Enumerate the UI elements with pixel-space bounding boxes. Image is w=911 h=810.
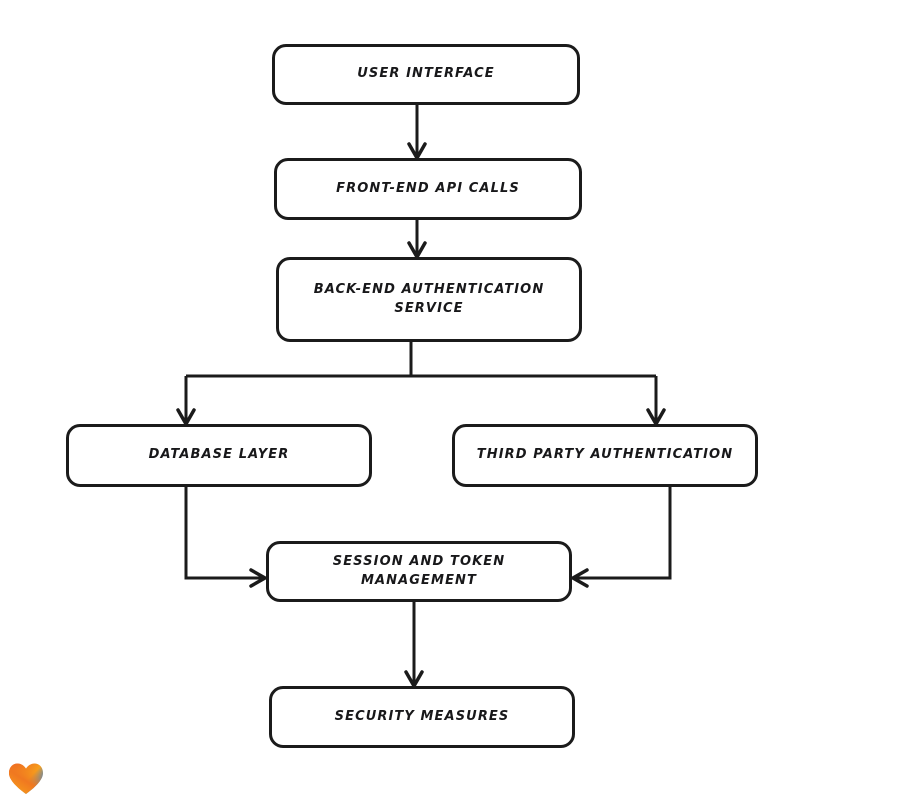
- node-user-interface[interactable]: User Interface: [272, 44, 580, 105]
- heart-logo: [9, 763, 43, 794]
- node-label: Third Party Authentication: [476, 447, 734, 463]
- node-label: Database Layer: [148, 447, 290, 463]
- node-label: Back-End Authentication Service: [313, 281, 545, 316]
- node-label: Security Measures: [334, 708, 510, 724]
- edge-backend-to-thirdparty: [646, 376, 666, 426]
- edge-backend-to-database: [176, 376, 196, 426]
- edge-database-to-session: [184, 487, 267, 588]
- node-security-measures[interactable]: Security Measures: [269, 686, 575, 748]
- edge-session-to-security: [404, 602, 424, 688]
- node-third-party-authentication[interactable]: Third Party Authentication: [452, 424, 758, 487]
- node-label: Front-End API Calls: [336, 180, 520, 196]
- node-session-and-token-management[interactable]: Session and Token Management: [266, 541, 572, 602]
- node-database-layer[interactable]: Database Layer: [66, 424, 372, 487]
- edge-ui-to-api: [407, 105, 427, 160]
- node-label: User Interface: [357, 66, 495, 82]
- edge-backend-split-bus: [186, 342, 656, 378]
- edge-api-to-backend: [407, 220, 427, 259]
- node-label: Session and Token Management: [332, 553, 506, 588]
- edge-thirdparty-to-session: [571, 487, 672, 588]
- node-back-end-authentication-service[interactable]: Back-End Authentication Service: [276, 257, 582, 342]
- node-front-end-api-calls[interactable]: Front-End API Calls: [274, 158, 582, 220]
